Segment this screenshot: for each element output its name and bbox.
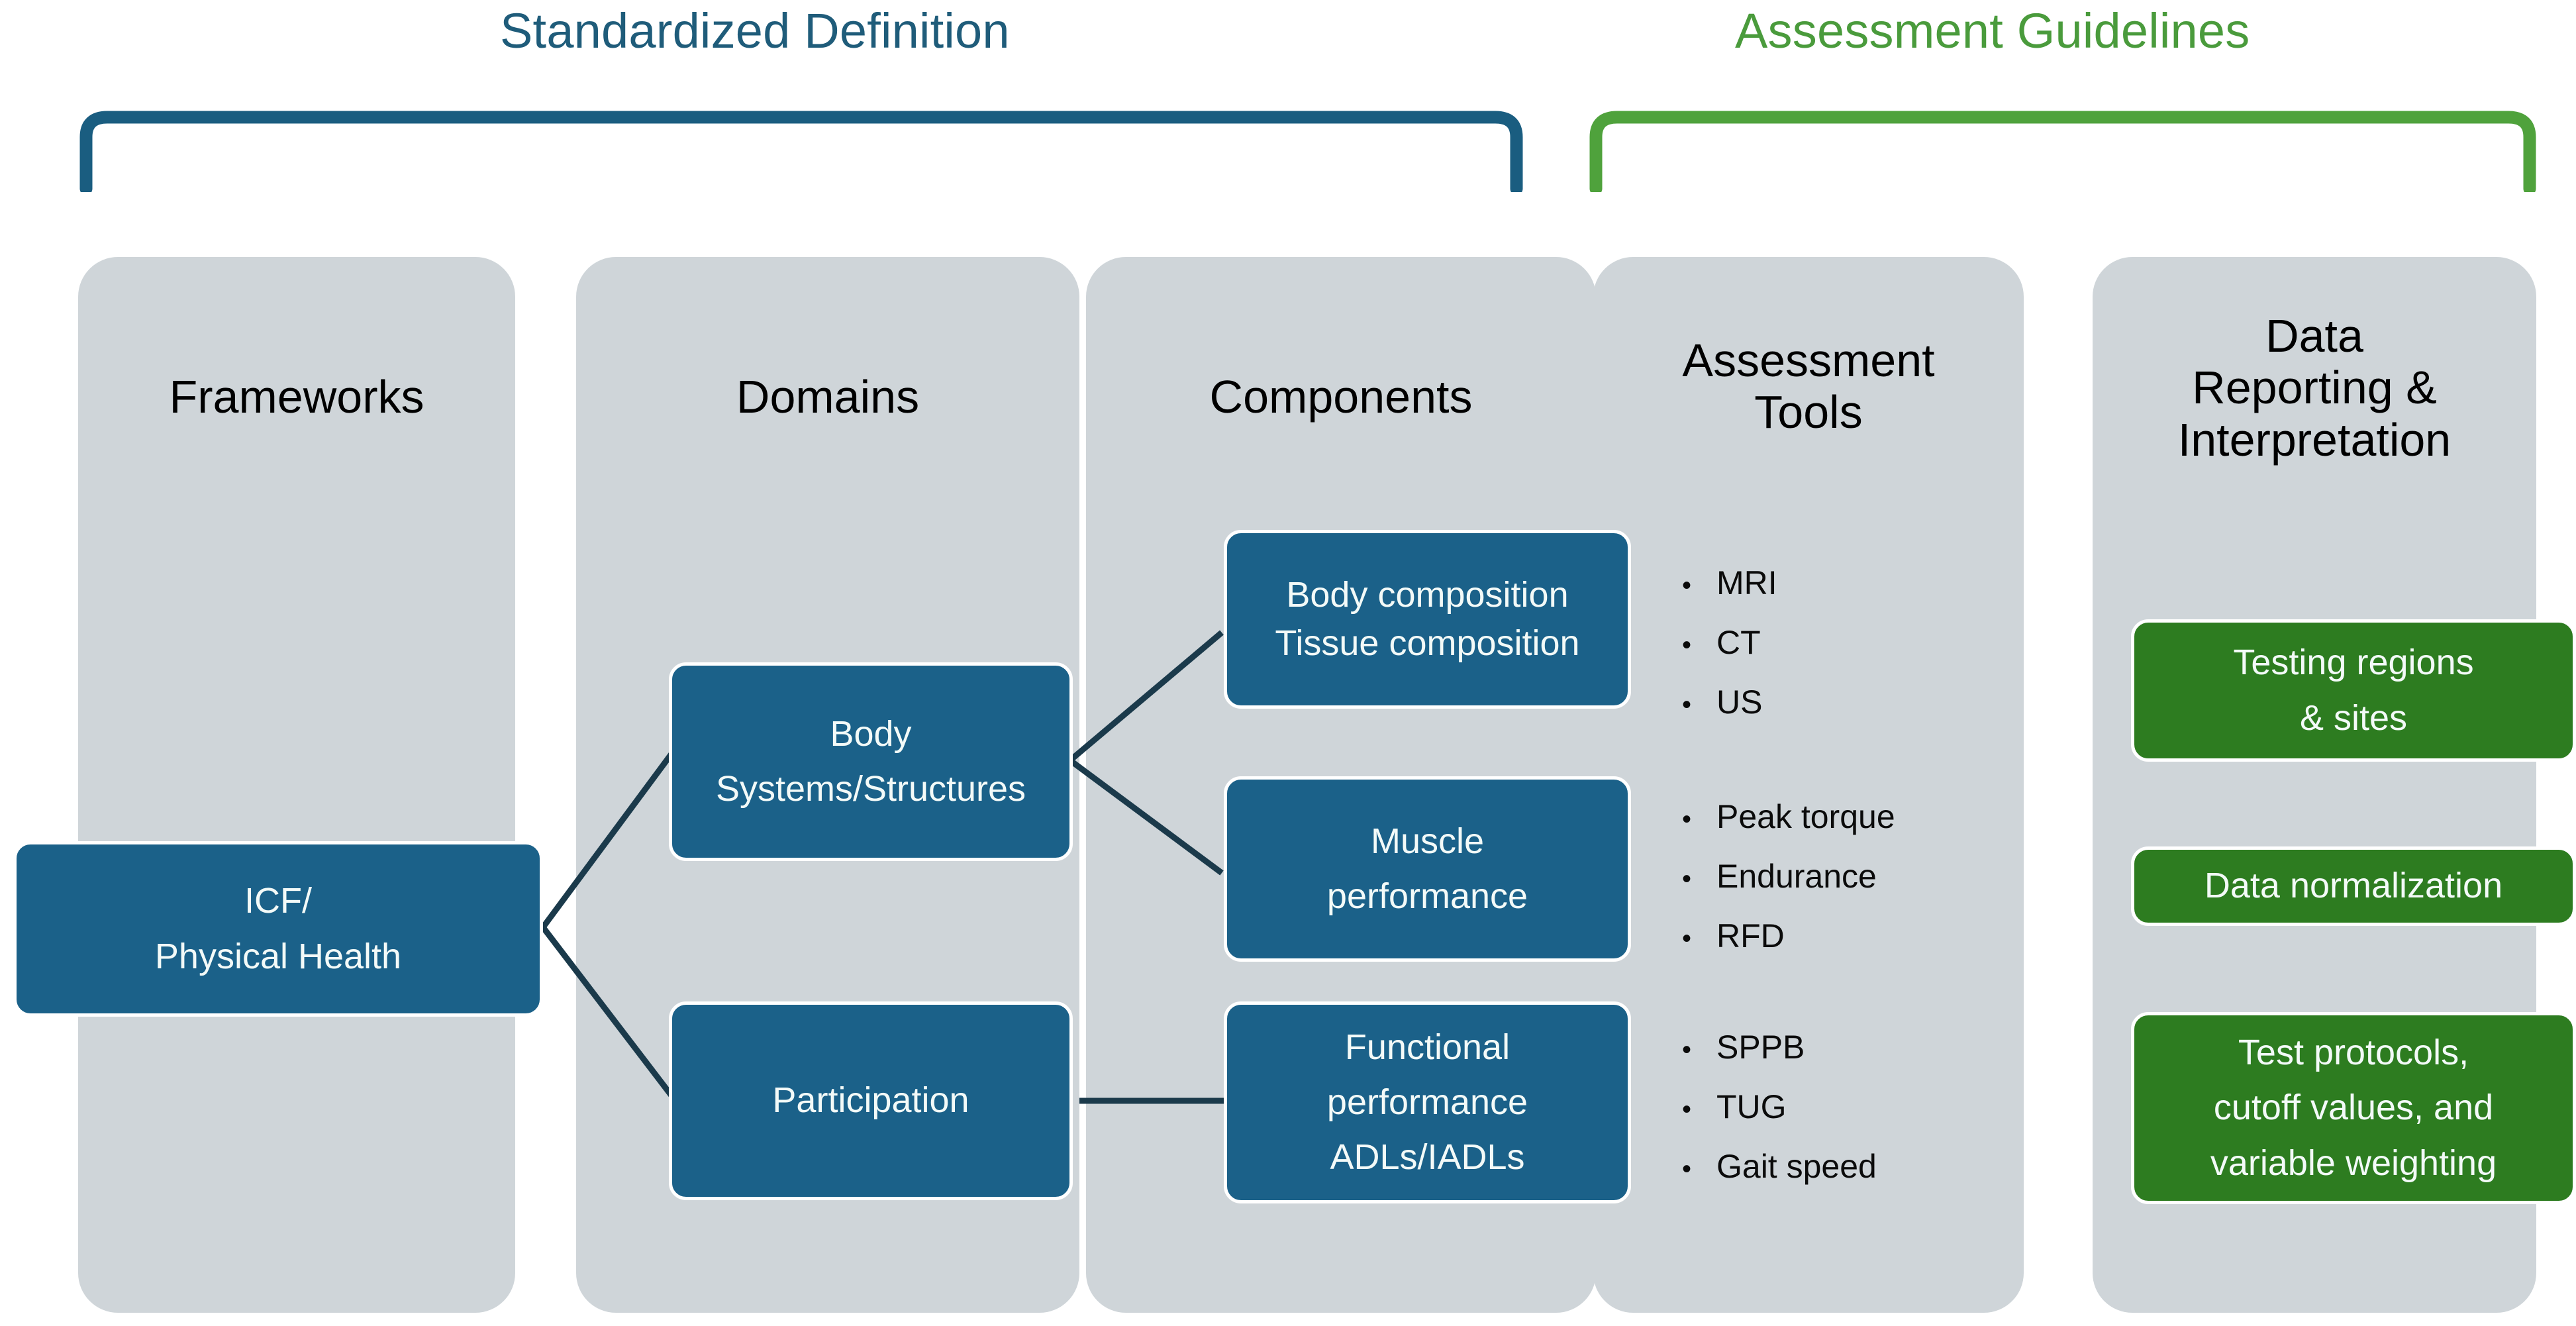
bullet-label: Gait speed [1716,1148,1877,1185]
box-line-2: Physical Health [154,936,402,976]
box-line-1: Testing regions [2233,642,2474,683]
bullet-label: CT [1716,624,1761,661]
box-line-3: variable weighting [2210,1143,2497,1183]
box-line-1: Body composition [1286,574,1569,615]
bullet-label: SPPB [1716,1029,1805,1066]
bullet-dot-icon: • [1682,805,1692,834]
box-line-1: Data normalization [2204,866,2503,906]
box-testing-regions-and-sites[interactable]: Testing regions & sites [2131,619,2576,762]
bullet-label: TUG [1716,1088,1787,1125]
column-header-data-reporting: Data Reporting & Interpretation [2177,310,2452,466]
list-item: • CT [1682,626,1777,659]
box-line-2: cutoff values, and [2213,1088,2494,1128]
box-line-1: Body [830,713,912,754]
panel-frameworks [78,257,515,1313]
section-title-assessment-guidelines: Assessment Guidelines [1735,3,2250,58]
box-line-2: Systems/Structures [715,769,1026,809]
list-item: • Peak torque [1682,800,1895,833]
list-item: • Gait speed [1682,1150,1877,1183]
bullet-label: Endurance [1716,858,1877,895]
list-item: • US [1682,686,1777,719]
bullet-label: RFD [1716,917,1785,954]
bullet-group-imaging: • MRI • CT • US [1682,566,1777,719]
column-header-components: Components [1209,371,1473,423]
box-data-normalization[interactable]: Data normalization [2131,846,2576,926]
box-muscle-performance[interactable]: Muscle performance [1224,776,1631,962]
column-header-domains: Domains [736,371,920,423]
bullet-label: Peak torque [1716,798,1895,835]
box-participation[interactable]: Participation [669,1001,1073,1200]
box-line-2: & sites [2299,697,2408,738]
box-functional-performance[interactable]: Functional performance ADLs/IADLs [1224,1001,1631,1203]
list-item: • RFD [1682,919,1895,952]
list-item: • MRI [1682,566,1777,599]
box-test-protocols-cutoff-values[interactable]: Test protocols, cutoff values, and varia… [2131,1012,2576,1204]
box-line-1: Muscle [1370,821,1485,861]
bullet-group-functional: • SPPB • TUG • Gait speed [1682,1031,1877,1183]
column-header-assessment-tools: Assessment Tools [1682,334,1935,438]
bullet-dot-icon: • [1682,690,1692,719]
box-line-2: performance [1326,876,1528,916]
panel-assessment-tools [1593,257,2024,1313]
bullet-dot-icon: • [1682,1154,1692,1184]
bullet-label: US [1716,684,1763,721]
bracket-assessment-guidelines [1589,109,2536,192]
bullet-group-muscle: • Peak torque • Endurance • RFD [1682,800,1895,952]
box-line-1: Participation [772,1080,969,1121]
box-icf-physical-health[interactable]: ICF/ Physical Health [13,841,543,1017]
bullet-dot-icon: • [1682,1095,1692,1124]
list-item: • TUG [1682,1090,1877,1123]
bullet-dot-icon: • [1682,1035,1692,1064]
box-line-2: performance [1326,1082,1528,1122]
box-line-3: ADLs/IADLs [1330,1137,1525,1178]
box-line-2: Tissue composition [1275,623,1580,663]
box-line-1: Test protocols, [2238,1033,2469,1073]
box-line-1: ICF/ [244,881,312,921]
bracket-standardized-definition [79,109,1523,192]
column-header-frameworks: Frameworks [169,371,424,423]
list-item: • Endurance [1682,860,1895,893]
list-item: • SPPB [1682,1031,1877,1064]
bullet-dot-icon: • [1682,571,1692,600]
bullet-label: MRI [1716,564,1777,601]
box-body-systems-structures[interactable]: Body Systems/Structures [669,662,1073,861]
section-title-standardized-definition: Standardized Definition [500,3,1010,58]
bullet-dot-icon: • [1682,864,1692,893]
bullet-dot-icon: • [1682,924,1692,953]
box-line-1: Functional [1344,1027,1511,1067]
box-body-tissue-composition[interactable]: Body composition Tissue composition [1224,530,1631,709]
bullet-dot-icon: • [1682,631,1692,660]
